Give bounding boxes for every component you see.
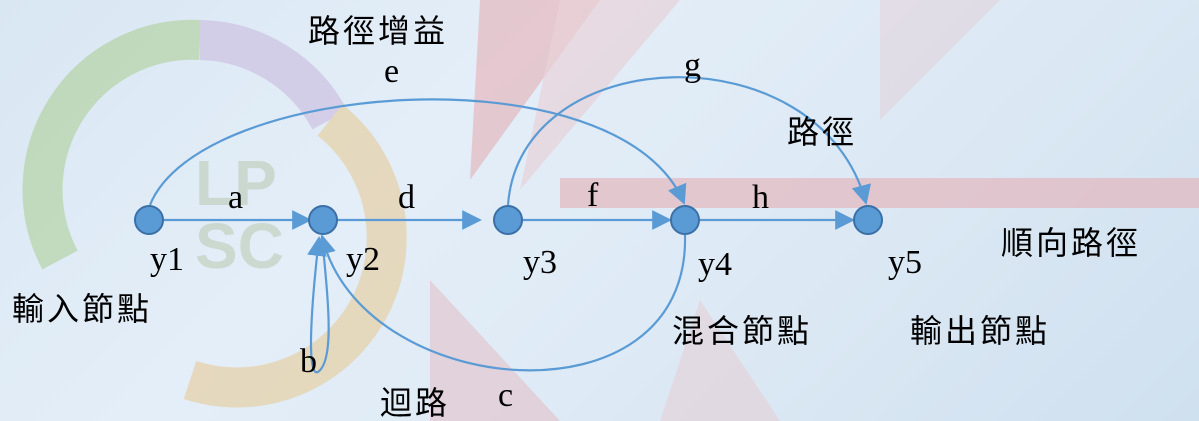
svg-text:LP: LP: [195, 147, 277, 219]
edge-e: [148, 98, 687, 206]
edge-label-b: b: [300, 343, 317, 380]
node-y2: [308, 205, 338, 235]
node-y3: [493, 205, 523, 235]
edge-c: [316, 234, 687, 372]
node-label-y1: y1: [150, 241, 184, 278]
edge-label-c: c: [498, 377, 513, 414]
node-y1: [134, 205, 164, 235]
annotation-output-node: 輸出節點: [910, 312, 1050, 350]
nodes: [134, 205, 883, 235]
annotation-path: 路徑: [787, 113, 857, 151]
svg-text:SC: SC: [195, 210, 284, 282]
background-watermark: LP SC: [22, 0, 1199, 421]
edge-label-g: g: [684, 47, 701, 84]
node-y5: [853, 205, 883, 235]
edge-label-d: d: [398, 179, 415, 216]
edge-label-e: e: [384, 53, 399, 90]
edge-label-h: h: [752, 179, 769, 216]
edge-label-f: f: [587, 177, 599, 214]
node-label-y3: y3: [523, 244, 557, 281]
annotation-path-gain: 路徑增益: [308, 12, 448, 50]
edges: [148, 76, 871, 374]
edge-label-a: a: [228, 179, 243, 216]
edge-b: [307, 235, 330, 374]
annotation-loop: 迴路: [380, 384, 450, 421]
node-label-y5: y5: [888, 244, 922, 281]
node-y4: [670, 205, 700, 235]
annotation-forward-path: 順向路徑: [1001, 224, 1141, 262]
edge-g: [506, 76, 871, 206]
annotation-input-node: 輸入節點: [12, 290, 152, 328]
annotation-mixed-node: 混合節點: [672, 312, 812, 350]
node-label-y2: y2: [346, 241, 380, 278]
node-label-y4: y4: [698, 246, 732, 283]
